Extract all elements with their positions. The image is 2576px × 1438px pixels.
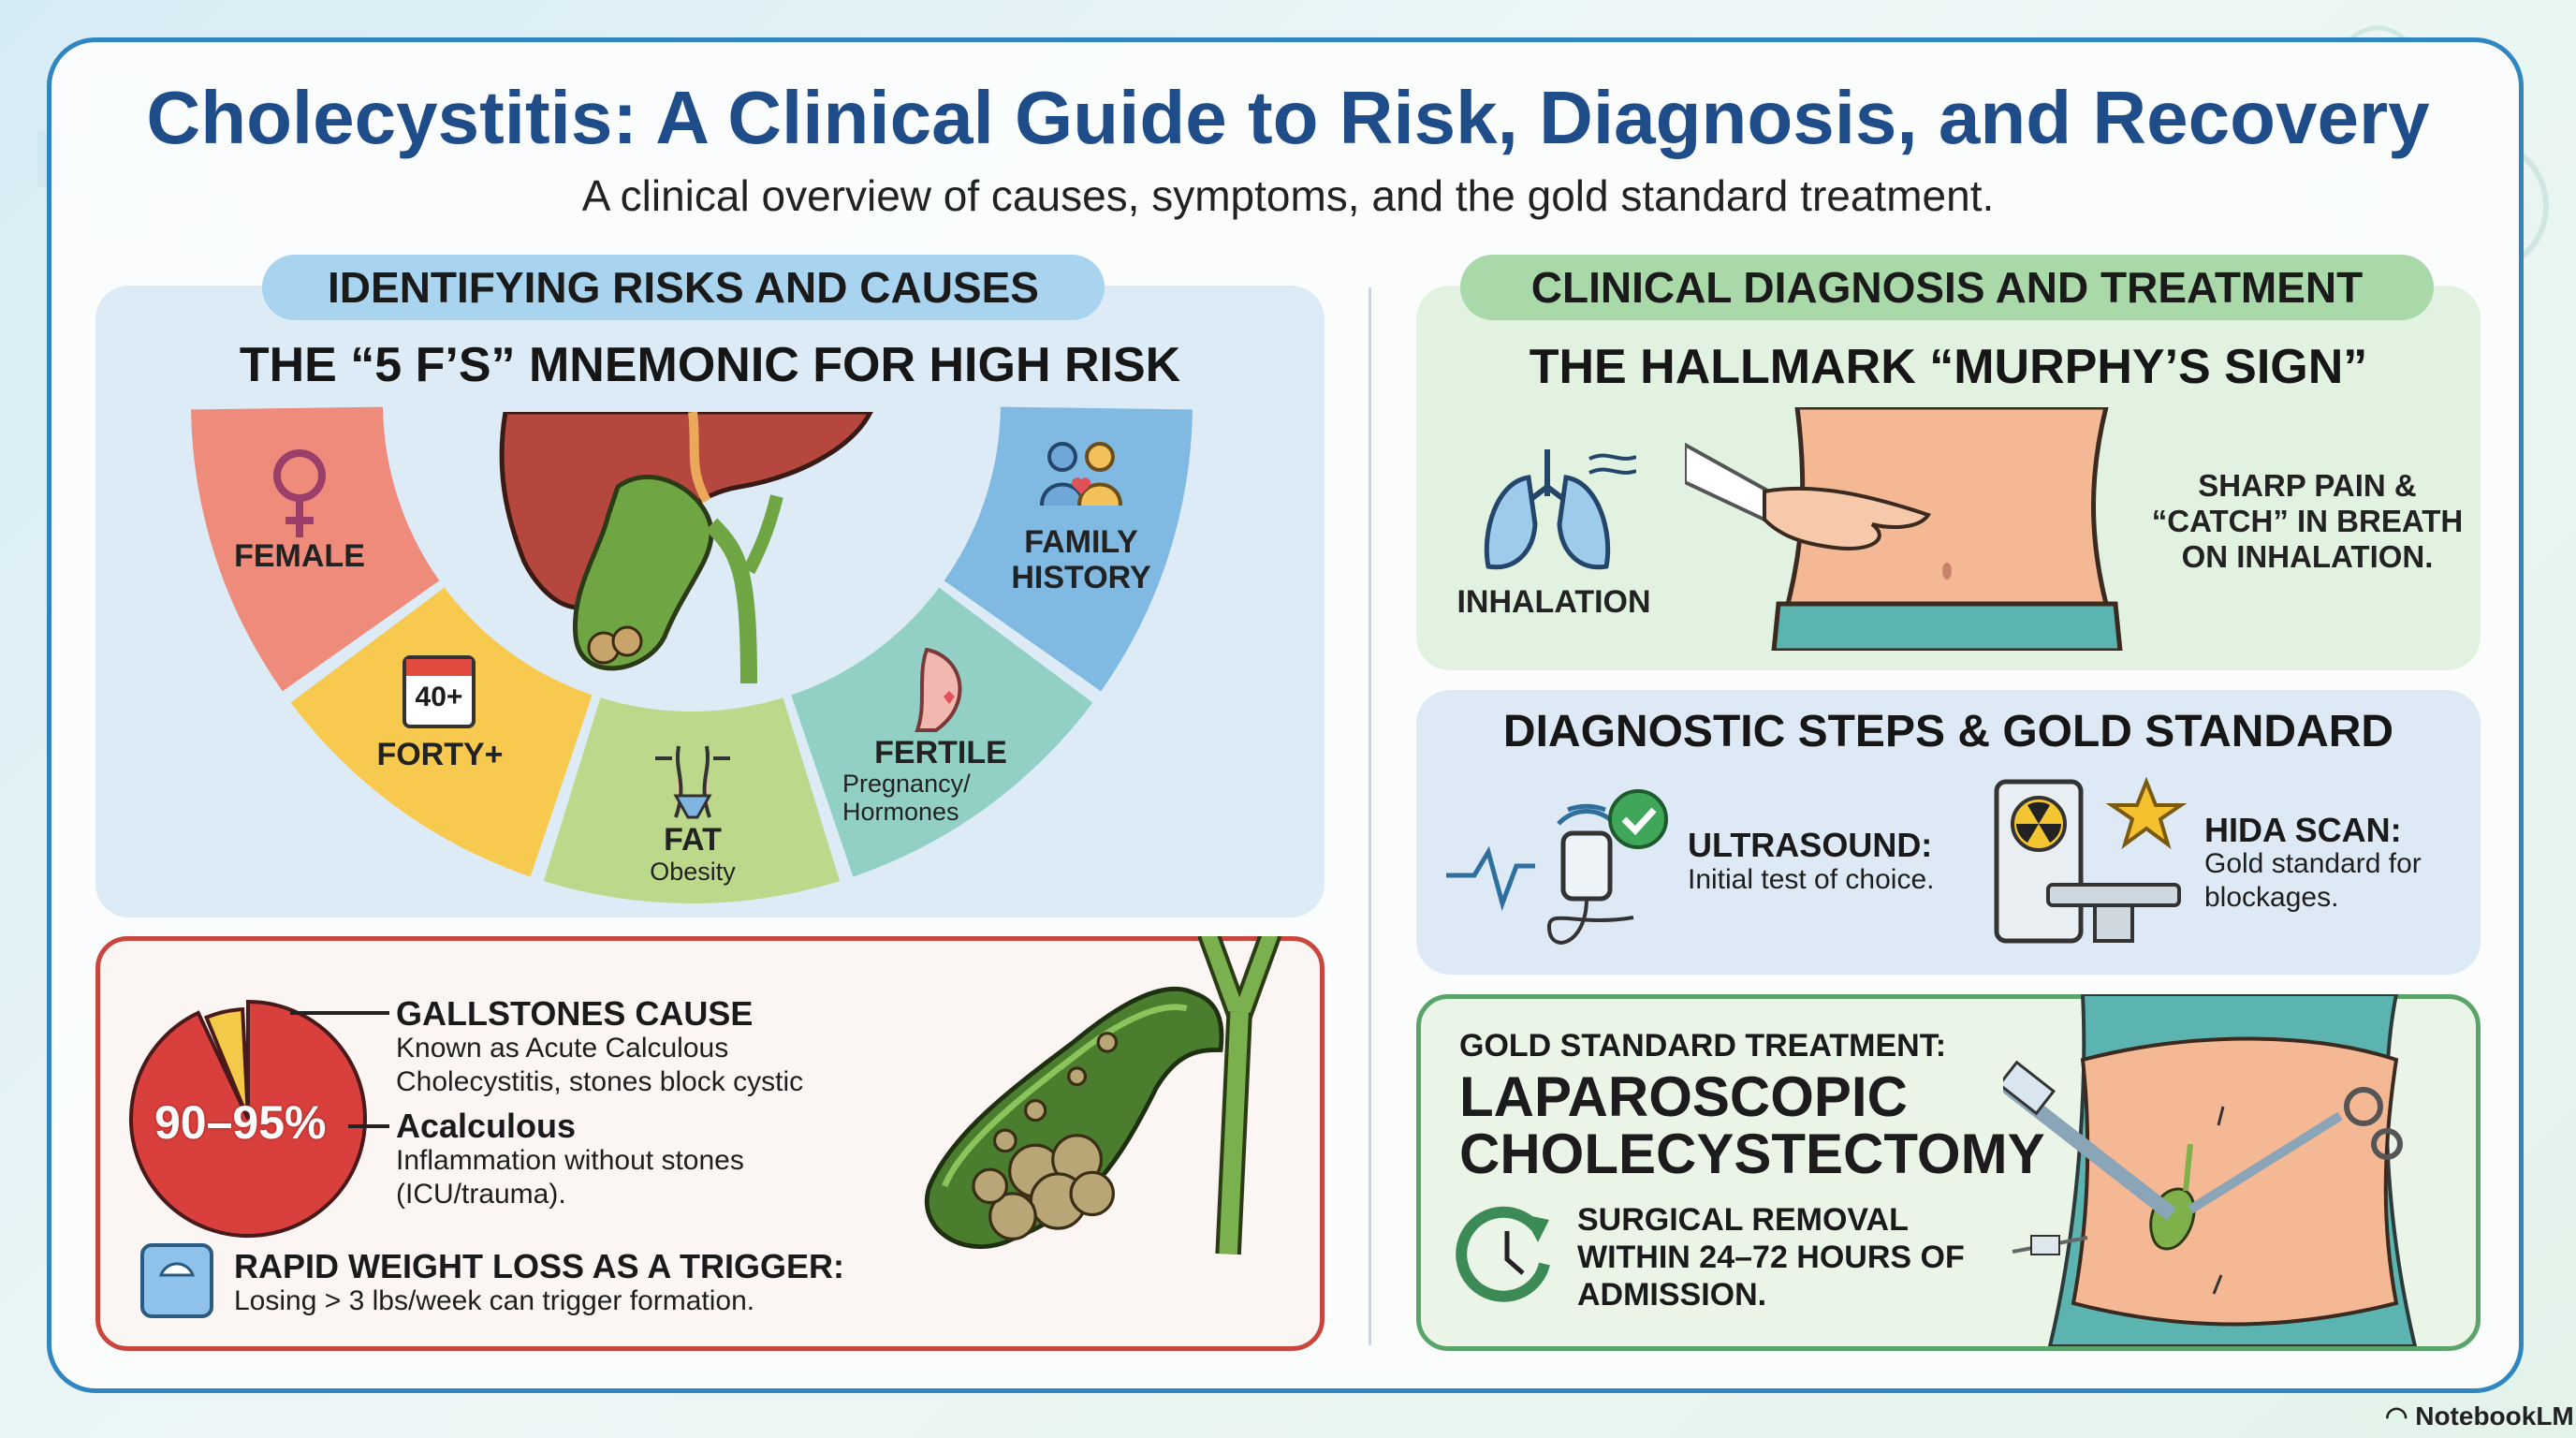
pie-leader-lines — [290, 1011, 389, 1128]
liver-gallbladder-illustration — [499, 412, 873, 683]
section-label-diagnosis-pill: CLINICAL DIAGNOSIS AND TREATMENT — [1460, 255, 2434, 320]
calendar-40-icon: 40+ — [402, 655, 476, 728]
female-symbol-icon — [267, 448, 332, 541]
treatment-kicker: GOLD STANDARD TREATMENT: — [1459, 1028, 1947, 1064]
arc-segment-female — [191, 406, 440, 692]
mnemonic-forty-label: FORTY+ — [376, 737, 504, 772]
brand-text: NotebookLM — [2415, 1401, 2574, 1431]
family-icon — [1034, 440, 1128, 515]
mnemonic-fat-sub: Obesity — [650, 858, 736, 886]
mnemonic-female-label: FEMALE — [234, 538, 365, 574]
hida-scan-text: Gold standard for blockages. — [2204, 848, 2422, 913]
mnemonic-fertile-sub: Pregnancy/ Hormones — [842, 770, 971, 826]
section-divider — [1368, 287, 1371, 1345]
section-label-diagnosis: CLINICAL DIAGNOSIS AND TREATMENT — [1530, 263, 2364, 312]
clock-cycle-icon — [1456, 1206, 1550, 1302]
section-label-risks-pill: IDENTIFYING RISKS AND CAUSES — [262, 255, 1105, 320]
arc-segment-fertile — [791, 587, 1093, 877]
hida-scanner-icon — [1994, 777, 2188, 944]
gallstones-cause-text: Known as Acute Calculous Cholecystitis, … — [396, 1033, 804, 1097]
mnemonic-heading: THE “5 F’S” MNEMONIC FOR HIGH RISK — [239, 338, 1181, 392]
treatment-title-line1: LAPAROSCOPIC — [1459, 1065, 1908, 1128]
lungs-icon — [1484, 449, 1636, 570]
pie-percentage-label: 90–95% — [154, 1096, 327, 1149]
gallstones-pie-chart — [129, 999, 367, 1238]
murphy-pain-text: SHARP PAIN & “CATCH” IN BREATH ON INHALA… — [2151, 468, 2464, 574]
page-title: Cholecystitis: A Clinical Guide to Risk,… — [146, 76, 2430, 159]
mnemonic-fertile-label: FERTILE — [874, 735, 1007, 770]
pie-slice-acalculous — [203, 1007, 250, 1120]
pregnancy-icon — [908, 647, 973, 732]
notebooklm-brand: ◠ NotebookLM — [2385, 1401, 2574, 1431]
five-fs-arc — [191, 406, 1193, 904]
ultrasound-text: Initial test of choice. — [1688, 864, 1935, 895]
abdomen-palpation-illustration — [1685, 407, 2123, 651]
waist-icon — [655, 744, 730, 819]
ultrasound-probe-icon — [1446, 789, 1668, 945]
section-label-risks: IDENTIFYING RISKS AND CAUSES — [328, 263, 1039, 312]
weighing-scale-icon — [140, 1243, 213, 1318]
acalculous-text: Inflammation without stones (ICU/trauma)… — [396, 1145, 744, 1210]
laparoscopic-surgery-illustration — [2003, 994, 2418, 1346]
gallstones-cause-title: GALLSTONES CAUSE — [396, 994, 754, 1033]
treatment-title-line2: CHOLECYSTECTOMY — [1459, 1123, 2045, 1185]
weight-loss-trigger-title: RAPID WEIGHT LOSS AS A TRIGGER: — [234, 1247, 845, 1285]
calendar-text: 40+ — [415, 682, 463, 712]
acalculous-title: Acalculous — [396, 1107, 577, 1145]
weight-loss-trigger-text: Losing > 3 lbs/week can trigger formatio… — [234, 1285, 755, 1316]
treatment-timing-text: SURGICAL REMOVAL WITHIN 24–72 HOURS OF A… — [1577, 1202, 1965, 1313]
mnemonic-family-label: FAMILY HISTORY — [1011, 524, 1151, 595]
gallbladder-with-stones-illustration — [924, 936, 1281, 1255]
murphy-sign-heading: THE HALLMARK “MURPHY’S SIGN” — [1529, 340, 2368, 394]
notebooklm-logo-icon: ◠ — [2385, 1401, 2416, 1431]
page-subtitle: A clinical overview of causes, symptoms,… — [581, 171, 1995, 220]
arc-segment-family — [944, 406, 1193, 692]
ultrasound-title: ULTRASOUND: — [1688, 826, 1933, 864]
mnemonic-fat-label: FAT — [664, 822, 722, 858]
page-title-wrap: Cholecystitis: A Clinical Guide to Risk,… — [37, 75, 2539, 161]
arc-segment-forty — [290, 587, 593, 877]
hida-scan-title: HIDA SCAN: — [2204, 811, 2402, 849]
diagnostics-heading: DIAGNOSTIC STEPS & GOLD STANDARD — [1502, 707, 2394, 756]
inhalation-label: INHALATION — [1456, 584, 1651, 620]
